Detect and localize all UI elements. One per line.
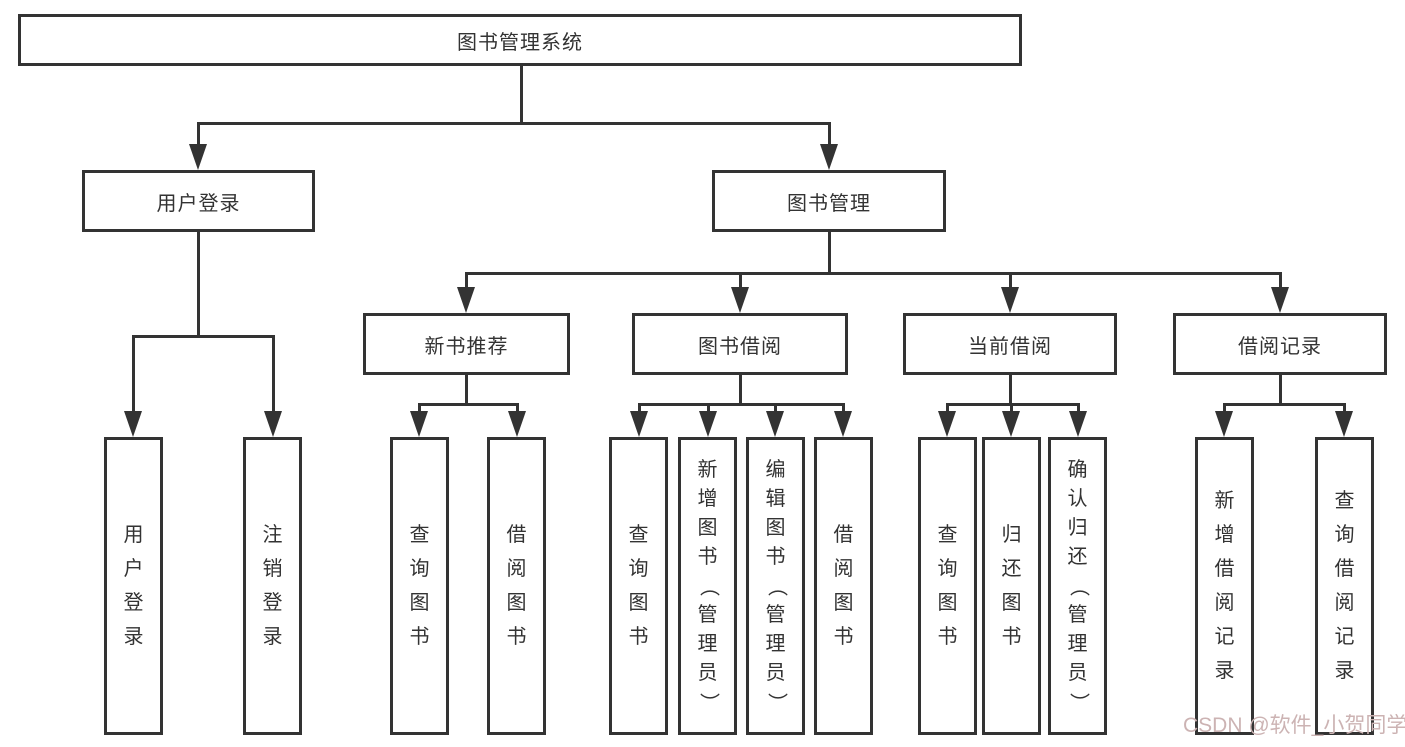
node-leaf-bb-borrow-books-label: 借阅图书 bbox=[833, 524, 854, 648]
node-current-borrow-label: 当前借阅 bbox=[968, 335, 1052, 358]
arrow-br-query bbox=[1335, 411, 1353, 437]
node-leaf-br-query-record-label: 查询借阅记录 bbox=[1334, 490, 1355, 682]
node-leaf-cb-query-books-label: 查询图书 bbox=[937, 524, 958, 648]
node-leaf-nb-query-books-label: 查询图书 bbox=[409, 524, 430, 648]
connector-drop-cb-query bbox=[946, 403, 949, 415]
arrow-bb-add bbox=[699, 411, 717, 437]
connector-new-books-stem bbox=[465, 375, 468, 406]
connector-drop-borrow-records bbox=[1279, 272, 1282, 292]
connector-drop-book-borrow bbox=[739, 272, 742, 292]
node-user-login-label: 用户登录 bbox=[156, 192, 241, 215]
connector-drop-user-login bbox=[197, 122, 200, 148]
connector-drop-cb-return bbox=[1010, 403, 1013, 415]
node-leaf-user-login-label: 用户登录 bbox=[123, 524, 144, 648]
connector-drop-br-query bbox=[1343, 403, 1346, 415]
arrow-book-mgmt bbox=[820, 144, 838, 170]
node-leaf-cb-confirm-return-admin-label: 确认归还（管理员） bbox=[1067, 458, 1089, 713]
csdn-watermark: CSDN @软件_小贺同学 bbox=[1183, 714, 1405, 737]
connector-user-login-bar bbox=[132, 335, 275, 338]
node-leaf-br-add-record: 新增借阅记录 bbox=[1195, 437, 1254, 735]
connector-drop-bb-borrow bbox=[842, 403, 845, 415]
node-leaf-br-query-record: 查询借阅记录 bbox=[1315, 437, 1374, 735]
node-book-borrow-label: 图书借阅 bbox=[698, 335, 782, 358]
node-root-label: 图书管理系统 bbox=[457, 31, 583, 54]
arrow-cb-query bbox=[938, 411, 956, 437]
arrow-nb-query bbox=[410, 411, 428, 437]
connector-borrow-records-stem bbox=[1279, 375, 1282, 406]
arrow-cb-return bbox=[1002, 411, 1020, 437]
node-leaf-bb-borrow-books: 借阅图书 bbox=[814, 437, 873, 735]
node-new-book-recommend-label: 新书推荐 bbox=[424, 335, 509, 358]
node-leaf-user-login: 用户登录 bbox=[104, 437, 163, 735]
node-book-management-label: 图书管理 bbox=[787, 192, 871, 215]
node-book-borrow: 图书借阅 bbox=[632, 313, 848, 375]
arrow-new-books bbox=[457, 287, 475, 313]
connector-drop-br-add bbox=[1223, 403, 1226, 415]
connector-book-borrow-bar bbox=[638, 403, 845, 406]
connector-borrow-records-bar bbox=[1223, 403, 1346, 406]
connector-drop-cb-confirm bbox=[1077, 403, 1080, 415]
arrow-book-borrow bbox=[731, 287, 749, 313]
node-leaf-bb-add-books-admin-label: 新增图书（管理员） bbox=[697, 458, 719, 713]
connector-root-bar bbox=[197, 122, 831, 125]
node-borrow-records: 借阅记录 bbox=[1173, 313, 1387, 375]
node-leaf-nb-borrow-books: 借阅图书 bbox=[487, 437, 546, 735]
node-leaf-nb-borrow-books-label: 借阅图书 bbox=[506, 524, 527, 648]
arrow-user-login bbox=[189, 144, 207, 170]
connector-drop-nb-query bbox=[418, 403, 421, 415]
arrow-leaf-logout bbox=[264, 411, 282, 437]
node-current-borrow: 当前借阅 bbox=[903, 313, 1117, 375]
connector-book-borrow-stem bbox=[739, 375, 742, 406]
connector-drop-bb-query bbox=[638, 403, 641, 415]
arrow-nb-borrow bbox=[508, 411, 526, 437]
connector-book-mgmt-stem bbox=[828, 232, 831, 275]
connector-drop-book-mgmt bbox=[828, 122, 831, 148]
node-book-management: 图书管理 bbox=[712, 170, 946, 232]
connector-current-borrow-bar bbox=[946, 403, 1080, 406]
node-leaf-cb-confirm-return-admin: 确认归还（管理员） bbox=[1048, 437, 1107, 735]
connector-drop-leaf-user-login bbox=[132, 335, 135, 414]
arrow-bb-query bbox=[630, 411, 648, 437]
connector-drop-current-borrow bbox=[1009, 272, 1012, 292]
node-root: 图书管理系统 bbox=[18, 14, 1022, 66]
connector-current-borrow-stem bbox=[1009, 375, 1012, 406]
arrow-bb-borrow bbox=[834, 411, 852, 437]
node-leaf-cb-query-books: 查询图书 bbox=[918, 437, 977, 735]
connector-drop-bb-add bbox=[707, 403, 710, 415]
arrow-leaf-user-login bbox=[124, 411, 142, 437]
connector-root-stem bbox=[520, 66, 523, 122]
node-leaf-bb-query-books: 查询图书 bbox=[609, 437, 668, 735]
node-new-book-recommend: 新书推荐 bbox=[363, 313, 570, 375]
node-leaf-br-add-record-label: 新增借阅记录 bbox=[1214, 490, 1235, 682]
node-leaf-nb-query-books: 查询图书 bbox=[390, 437, 449, 735]
connector-user-login-stem bbox=[197, 232, 200, 335]
node-leaf-bb-edit-books-admin: 编辑图书（管理员） bbox=[746, 437, 805, 735]
node-leaf-cb-return-books: 归还图书 bbox=[982, 437, 1041, 735]
node-leaf-logout: 注销登录 bbox=[243, 437, 302, 735]
node-user-login: 用户登录 bbox=[82, 170, 315, 232]
node-leaf-bb-edit-books-admin-label: 编辑图书（管理员） bbox=[765, 458, 787, 713]
node-leaf-cb-return-books-label: 归还图书 bbox=[1001, 524, 1022, 648]
connector-drop-new-books bbox=[465, 272, 468, 292]
connector-book-mgmt-bar bbox=[465, 272, 1282, 275]
arrow-bb-edit bbox=[766, 411, 784, 437]
node-borrow-records-label: 借阅记录 bbox=[1238, 335, 1322, 358]
connector-new-books-bar bbox=[418, 403, 519, 406]
node-leaf-bb-query-books-label: 查询图书 bbox=[628, 524, 649, 648]
node-leaf-logout-label: 注销登录 bbox=[262, 524, 283, 648]
connector-drop-nb-borrow bbox=[516, 403, 519, 415]
connector-drop-leaf-logout bbox=[272, 335, 275, 414]
arrow-current-borrow bbox=[1001, 287, 1019, 313]
connector-drop-bb-edit bbox=[774, 403, 777, 415]
arrow-br-add bbox=[1215, 411, 1233, 437]
node-leaf-bb-add-books-admin: 新增图书（管理员） bbox=[678, 437, 737, 735]
arrow-borrow-records bbox=[1271, 287, 1289, 313]
arrow-cb-confirm bbox=[1069, 411, 1087, 437]
